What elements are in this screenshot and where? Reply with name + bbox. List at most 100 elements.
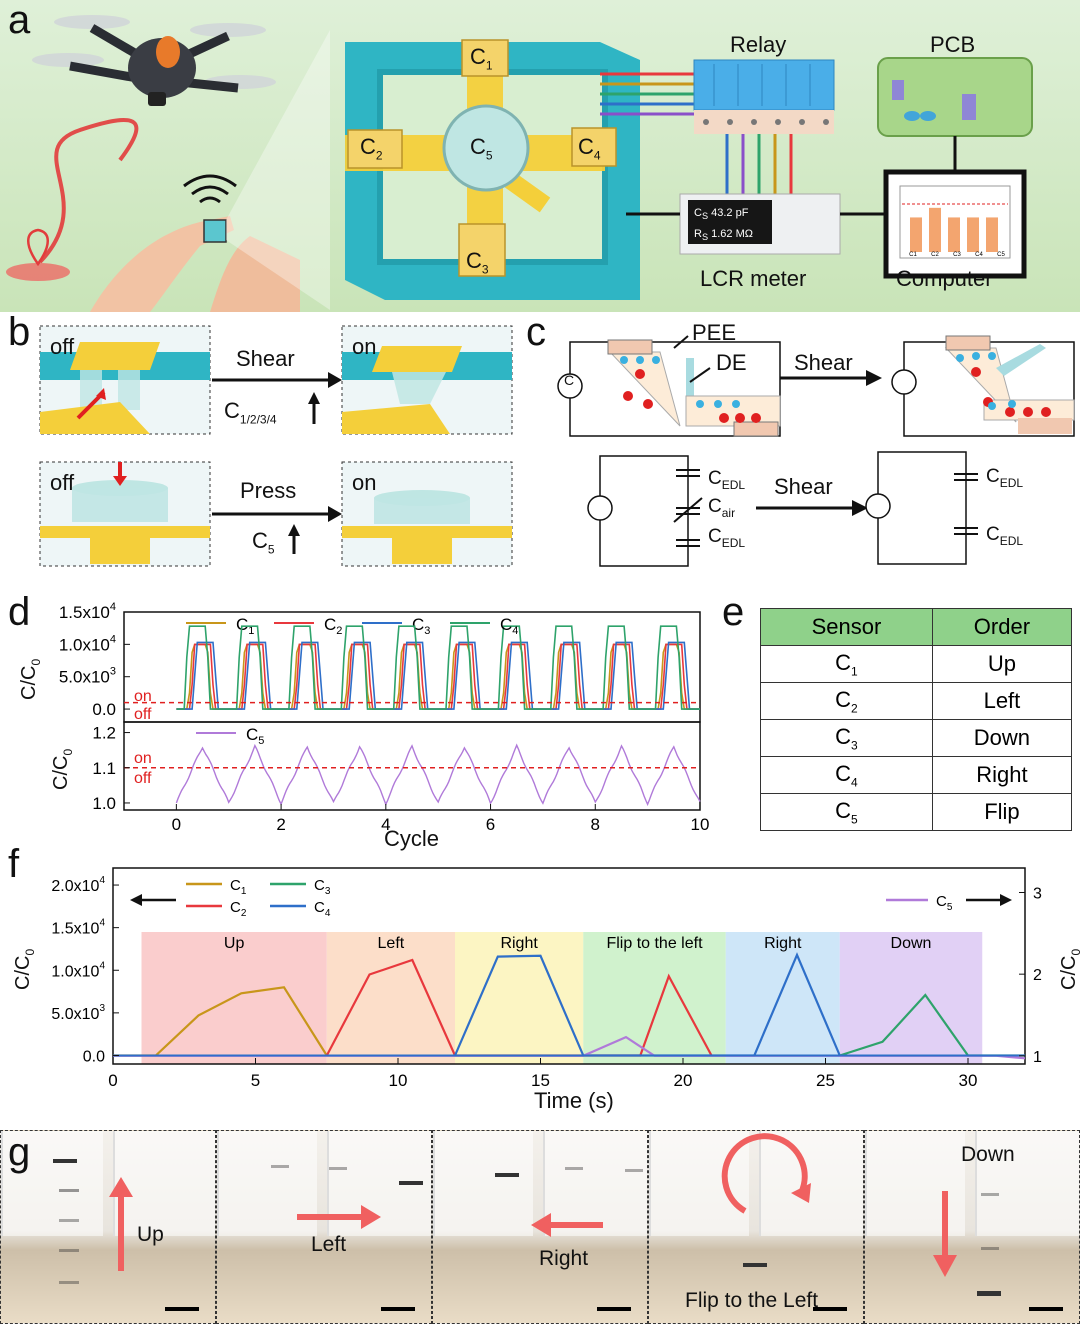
photo-down: Down — [864, 1130, 1080, 1324]
panel-b-illustration — [39, 325, 513, 567]
table-cell-order: Right — [931, 756, 1073, 794]
table-cell-sensor: C1 — [760, 645, 933, 683]
panel-label-g: g — [8, 1130, 31, 1174]
region-band — [326, 932, 455, 1064]
computer-bar-label: C1 — [909, 252, 917, 258]
x-tick-label: 25 — [816, 1071, 835, 1090]
y-tick-label: 1.5x104 — [59, 601, 116, 622]
computer-label: Computer — [896, 266, 993, 291]
hand-right — [210, 236, 300, 312]
region-band — [725, 932, 840, 1064]
y-tick-label: 2.0x104 — [51, 875, 105, 895]
source-symbol: C — [564, 372, 575, 388]
off-label-2: off — [50, 470, 75, 495]
panel-a: a — [0, 0, 1080, 312]
legend-label: C3 — [314, 877, 331, 897]
computer-bar-label: C5 — [997, 252, 1005, 258]
scale-bar — [813, 1307, 847, 1311]
computer-bar-label: C3 — [953, 252, 961, 258]
region-band — [455, 932, 584, 1064]
table-cell-order: Left — [931, 682, 1073, 720]
computer-bar-label: C2 — [931, 252, 939, 258]
panel-c-illustration — [557, 335, 1075, 567]
x-tick-label: 8 — [591, 815, 600, 834]
off-label-1: off — [50, 334, 75, 359]
x-tick-label: 15 — [531, 1071, 550, 1090]
location-pin-icon — [27, 228, 49, 267]
wearable-sensor — [203, 219, 227, 243]
panel-label-a: a — [8, 0, 31, 42]
series-line-c1 — [176, 643, 700, 710]
computer-bar — [929, 207, 941, 252]
y-tick-label: 1.0x104 — [59, 633, 116, 654]
d-ylabel-bottom: C/C0 — [50, 748, 75, 790]
photo-caption: Down — [961, 1143, 1015, 1166]
cedl-label-3: CEDL — [986, 466, 1024, 490]
computer-bar — [986, 217, 998, 252]
y-tick-label: 0.0 — [92, 700, 116, 719]
on-label-2: on — [352, 470, 377, 495]
photo-right: Right — [432, 1130, 648, 1324]
y-tick-label: 5.0x103 — [51, 1003, 105, 1023]
shear-label-c2: Shear — [774, 474, 833, 499]
capacitance-source-icon-4 — [865, 493, 891, 519]
f-ylabel-left: C/C0 — [12, 948, 37, 990]
table-cell-sensor: C3 — [760, 719, 933, 757]
table-header-sensor: Sensor — [760, 608, 933, 646]
pee-label: PEE — [692, 320, 737, 345]
y-tick-label: 0.0 — [83, 1048, 105, 1065]
x-tick-label: 20 — [674, 1071, 693, 1090]
table-cell-order: Down — [931, 719, 1073, 757]
table-header-row: Sensor Order — [760, 608, 1073, 646]
cair-label: Cair — [708, 496, 736, 520]
photo-up: Up — [0, 1130, 216, 1324]
x-tick-label: 30 — [959, 1071, 978, 1090]
d-xlabel: Cycle — [384, 826, 440, 851]
x-tick-label: 10 — [691, 815, 710, 834]
flight-path — [38, 118, 139, 264]
panel-a-illustration — [6, 15, 1033, 312]
f-ylabel-right: C/C0 — [1058, 949, 1080, 990]
x-tick-label: 2 — [276, 815, 285, 834]
d-off-label-top: off — [134, 706, 152, 723]
cedl-label-4: CEDL — [986, 524, 1024, 548]
location-marker-base — [6, 263, 70, 281]
y-right-tick-label: 2 — [1033, 967, 1042, 984]
region-label: Left — [378, 935, 405, 952]
region-label: Right — [764, 935, 802, 952]
computer-bar — [948, 217, 960, 252]
panel-label-f: f — [8, 842, 20, 886]
table-cell-order: Up — [931, 645, 1073, 683]
lcr-screen: CS 43.2 pF RS 1.62 MΩ — [694, 207, 753, 243]
panel-label-c: c — [526, 310, 546, 354]
press-sensor-label: C5 — [252, 528, 275, 557]
y-tick-label: 5.0x103 — [59, 666, 116, 687]
panel-label-e: e — [722, 590, 745, 634]
x-tick-label: 0 — [172, 815, 181, 834]
computer-bar — [910, 217, 922, 252]
f-xlabel: Time (s) — [534, 1088, 614, 1113]
y-right-tick-label: 3 — [1033, 886, 1042, 903]
photo-caption: Flip to the Left — [685, 1289, 819, 1312]
computer-bar — [967, 217, 979, 252]
y-right-tick-label: 1 — [1033, 1049, 1042, 1066]
region-label: Up — [224, 935, 245, 952]
lcr-meter-label: LCR meter — [700, 266, 807, 291]
capacitance-source-icon — [557, 373, 583, 399]
region-label: Flip to the left — [606, 935, 703, 952]
press-label: Press — [240, 478, 297, 503]
series-line-c2 — [176, 643, 700, 710]
photo-caption: Up — [137, 1223, 164, 1246]
y-tick-label: 1.0 — [92, 794, 116, 813]
sensor-label-c5: C5 — [470, 134, 493, 163]
drone-icon — [32, 15, 276, 106]
legend-label: C4 — [314, 899, 331, 919]
y-tick-label: 1.2 — [92, 724, 116, 743]
scale-bar — [1029, 1307, 1063, 1311]
legend-label: C5 — [246, 725, 264, 747]
